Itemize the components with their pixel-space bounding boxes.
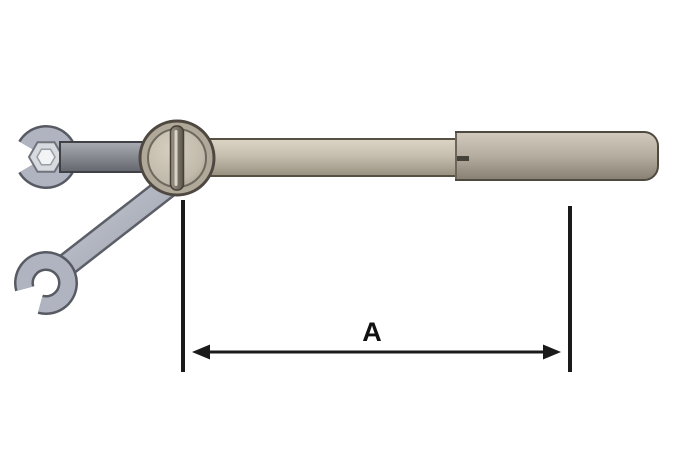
hex-nut-socket <box>36 148 56 166</box>
arrowhead-right-icon <box>543 344 561 360</box>
wrench-handle <box>455 131 659 181</box>
torque-wrench <box>138 119 659 197</box>
handle-notch <box>457 156 469 161</box>
dimension-label: A <box>362 317 382 347</box>
dimension-A: A <box>181 200 572 372</box>
pivot-head <box>138 119 216 197</box>
pivot-slot-highlight <box>174 130 178 186</box>
hex-nut <box>27 141 65 173</box>
arrowhead-left-icon <box>192 344 210 360</box>
wrench-shaft <box>199 138 459 177</box>
open-end-wrench-horizontal <box>18 125 157 189</box>
dimension-arrow <box>192 344 561 360</box>
angled-wrench-shaft <box>51 175 177 281</box>
open-end-wrench-angled <box>14 175 177 315</box>
angled-wrench-jaw <box>16 253 76 313</box>
